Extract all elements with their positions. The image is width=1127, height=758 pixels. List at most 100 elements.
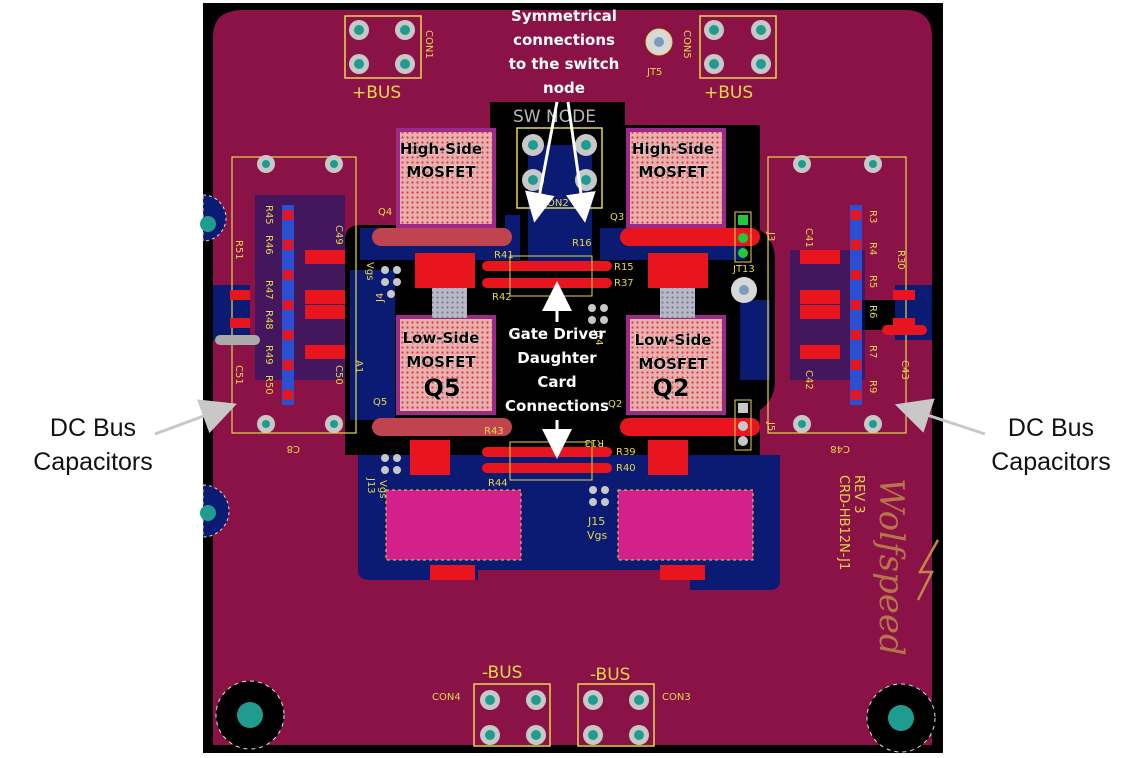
- silk-j5: J5: [765, 421, 776, 431]
- dc-bus-capacitors-label-left: DC Bus Capacitors: [18, 411, 168, 479]
- note-gate-driver-line3: Card: [537, 373, 576, 391]
- dc-bus-capacitors-label-right: DC Bus Capacitors: [976, 411, 1126, 479]
- silk-bus-plus-right: +BUS: [704, 83, 753, 103]
- silk-q4: Q4: [378, 207, 392, 218]
- label-low-side-right-line2: MOSFET: [638, 355, 708, 373]
- dc-bus-right-line2: Capacitors: [991, 448, 1111, 476]
- note-symmetrical-line2: connections: [513, 31, 615, 49]
- label-high-side-left-line1: High-Side: [400, 140, 482, 158]
- silk-jt13: JT13: [732, 264, 755, 275]
- dc-bus-right-line1: DC Bus: [1007, 414, 1095, 442]
- silk-r44: R44: [488, 478, 508, 489]
- label-low-side-right-line1: Low-Side: [635, 331, 712, 349]
- silk-jt5: JT5: [646, 67, 662, 78]
- connector-con1: [344, 15, 422, 79]
- silk-r47: R47: [263, 280, 274, 300]
- silk-r39: R39: [616, 447, 636, 458]
- connector-con4: [473, 683, 551, 747]
- silk-c50: C50: [333, 365, 344, 385]
- mosfet-high-side-right: [620, 128, 760, 246]
- mosfet-low-side-right: [620, 315, 760, 436]
- label-low-side-left-line1: Low-Side: [403, 329, 480, 347]
- silk-q2: Q2: [608, 399, 622, 410]
- label-q5: Q5: [423, 374, 460, 402]
- silk-r40: R40: [616, 463, 636, 474]
- mosfet-high-side-left: [372, 128, 512, 246]
- silk-c42: C42: [803, 370, 814, 390]
- gate-driver-footprint-bottom: [410, 440, 688, 481]
- output-pad-left: [385, 489, 522, 580]
- silk-c43: C43: [899, 360, 910, 380]
- silk-r4: R4: [867, 242, 878, 255]
- note-gate-driver-line1: Gate Driver: [508, 325, 606, 343]
- silk-r43: R43: [484, 426, 504, 437]
- capacitor-bank-right: [767, 155, 927, 434]
- arrow-sw-node-left: [525, 101, 559, 223]
- dc-bus-left-line2: Capacitors: [33, 448, 153, 476]
- silk-rev: REV 3: [851, 475, 866, 514]
- silk-bus-minus-right: -BUS: [590, 665, 630, 685]
- silk-r30: R30: [895, 250, 906, 270]
- silk-con1: CON1: [423, 30, 434, 59]
- blue-copper-left: [350, 270, 395, 420]
- label-high-side-right-line2: MOSFET: [638, 163, 708, 181]
- silk-a1: A1: [353, 360, 364, 373]
- silk-q3: Q3: [610, 212, 624, 223]
- mounting-hole-bottom-left: [215, 680, 285, 750]
- silk-c49: C49: [333, 225, 344, 245]
- header-j3: [734, 211, 752, 263]
- arrow-sw-node-right: [566, 101, 596, 223]
- label-q2: Q2: [652, 374, 689, 402]
- arrow-dc-bus-left: [154, 399, 237, 436]
- silk-j13: J13: [365, 477, 376, 494]
- silk-con5: CON5: [681, 30, 692, 59]
- test-point-jt5: [645, 28, 673, 56]
- label-high-side-right-line1: High-Side: [632, 140, 714, 158]
- brand-lightning-icon: [916, 539, 940, 601]
- silk-j3: J3: [765, 231, 776, 241]
- silk-r9: R9: [867, 380, 878, 393]
- left-edge-mount-bottom: [202, 484, 230, 538]
- dc-bus-left-line1: DC Bus: [49, 414, 137, 442]
- silk-r50: R50: [263, 375, 274, 395]
- silk-bus-plus-left: +BUS: [352, 83, 401, 103]
- silk-vgs-1: Vgs: [364, 262, 375, 280]
- silk-c41: C41: [803, 228, 814, 248]
- silk-vgs-2: Vgs: [377, 480, 388, 498]
- header-j4: [381, 266, 401, 298]
- note-symmetrical-line4: node: [543, 79, 585, 97]
- silk-r48: R48: [263, 310, 274, 330]
- silk-c48: C48: [830, 443, 850, 454]
- blue-copper-right: [740, 300, 770, 380]
- label-high-side-left-line2: MOSFET: [406, 163, 476, 181]
- header-j14: [588, 304, 608, 324]
- note-symmetrical-line1: Symmetrical: [511, 7, 617, 25]
- label-low-side-left-line2: MOSFET: [406, 353, 476, 371]
- silk-con3: CON3: [662, 692, 691, 703]
- silk-c51: C51: [233, 365, 244, 385]
- blue-copper-left-caps: [255, 195, 345, 380]
- silk-r15: R15: [614, 262, 634, 273]
- silk-con2: CON2: [540, 198, 569, 209]
- silk-j4: J4: [375, 293, 386, 303]
- connector-con5: [699, 15, 777, 79]
- left-edge-via-bottom: [200, 505, 216, 521]
- silk-r13: R13: [584, 437, 604, 448]
- note-symmetrical-line3: to the switch: [509, 55, 620, 73]
- header-j13: [381, 454, 401, 474]
- silk-board-id: CRD-HB12N-J1: [836, 475, 851, 570]
- silk-r46: R46: [263, 235, 274, 255]
- silk-r6: R6: [867, 305, 878, 318]
- left-edge-via-top: [200, 216, 216, 232]
- capacitor-bank-left: [215, 155, 357, 434]
- silk-r51: R51: [233, 240, 244, 260]
- silk-j15: J15: [587, 515, 605, 528]
- silk-r37: R37: [614, 278, 634, 289]
- silk-r5: R5: [867, 275, 878, 288]
- silk-q5: Q5: [373, 397, 387, 408]
- silk-con4: CON4: [432, 692, 461, 703]
- silk-j14: J14: [593, 329, 604, 346]
- output-pad-right: [617, 489, 754, 580]
- note-gate-driver-line4: Connections: [505, 397, 609, 415]
